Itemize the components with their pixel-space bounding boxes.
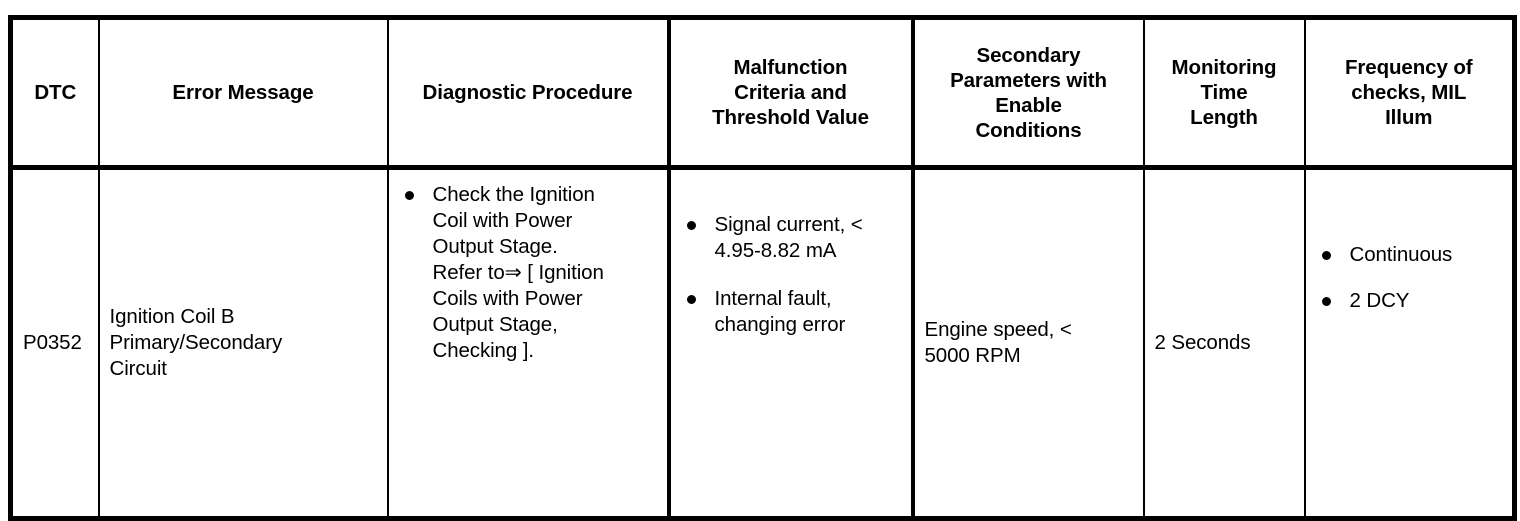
text-line: changing error: [714, 313, 846, 336]
procedure-bullet-list: Check the Ignition Coil with Power Outpu…: [399, 182, 657, 364]
frequency-bullet-list: Continuous 2 DCY: [1316, 242, 1503, 314]
text-line: Coils with Power: [432, 287, 583, 310]
text-line: Ignition Coil B: [109, 305, 235, 328]
text-line: Signal current, <: [714, 213, 863, 236]
table-header-row: DTC Error Message Diagnostic Procedure M…: [10, 17, 1515, 170]
header-line: checks, MIL: [1351, 81, 1467, 104]
header-line: Length: [1190, 106, 1258, 129]
header-line: Malfunction: [733, 56, 848, 79]
header-line: Conditions: [975, 118, 1082, 142]
header-line: Secondary: [976, 43, 1081, 67]
header-line: Threshold Value: [712, 106, 869, 129]
bullet-icon: [1321, 251, 1331, 260]
header-line: Monitoring: [1171, 56, 1277, 79]
text-line: Continuous: [1349, 243, 1453, 266]
column-header-secondary-parameters: Secondary Parameters with Enable Conditi…: [911, 17, 1144, 170]
text-line: Internal fault,: [714, 287, 832, 310]
list-item: Continuous: [1321, 242, 1503, 268]
list-item: Signal current, < 4.95-8.82 mA: [686, 212, 901, 264]
bullet-icon: [404, 191, 414, 200]
header-line: Enable: [995, 93, 1062, 117]
text-line: Output Stage.: [432, 235, 558, 258]
column-header-monitoring-time-length: Monitoring Time Length: [1142, 17, 1305, 170]
document-page: DTC Error Message Diagnostic Procedure M…: [8, 15, 1517, 521]
dtc-diagnostic-table: DTC Error Message Diagnostic Procedure M…: [8, 15, 1517, 521]
text-line: 4.95-8.82 mA: [714, 239, 837, 262]
header-line: Parameters with: [950, 68, 1107, 92]
column-header-frequency-of-checks: Frequency of checks, MIL Illum: [1303, 17, 1515, 170]
cell-frequency-of-checks: Continuous 2 DCY: [1303, 167, 1515, 519]
column-header-dtc: DTC: [10, 17, 99, 170]
text-line: Coil with Power: [432, 209, 573, 232]
cell-malfunction-criteria: Signal current, < 4.95-8.82 mA Internal …: [666, 167, 915, 519]
header-line: Time: [1200, 81, 1248, 104]
bullet-icon: [1321, 297, 1331, 306]
list-item: Check the Ignition Coil with Power Outpu…: [404, 182, 657, 364]
bullet-icon: [686, 295, 696, 304]
cell-monitoring-time-length: 2 Seconds: [1142, 167, 1305, 519]
column-header-malfunction-criteria: Malfunction Criteria and Threshold Value: [666, 17, 915, 170]
header-line: Criteria and: [734, 81, 847, 104]
cell-error-message: Ignition Coil B Primary/Secondary Circui…: [97, 167, 388, 519]
text-line: Primary/Secondary: [109, 331, 283, 354]
cell-secondary-parameters: Engine speed, < 5000 RPM: [911, 167, 1144, 519]
cell-diagnostic-procedure: Check the Ignition Coil with Power Outpu…: [386, 167, 669, 519]
text-line: 5000 RPM: [924, 344, 1021, 367]
list-item: 2 DCY: [1321, 288, 1503, 314]
text-line: Refer to⇒ [ Ignition: [432, 261, 604, 284]
text-line: Circuit: [109, 357, 167, 380]
text-line: Engine speed, <: [924, 318, 1072, 341]
header-line: Frequency of: [1344, 56, 1473, 79]
table-row: P0352 Ignition Coil B Primary/Secondary …: [10, 167, 1515, 519]
text-line: Check the Ignition: [432, 183, 595, 206]
text-line: Checking ].: [432, 339, 535, 362]
text-line: Output Stage,: [432, 313, 558, 336]
column-header-error-message: Error Message: [97, 17, 388, 170]
column-header-diagnostic-procedure: Diagnostic Procedure: [386, 17, 669, 170]
cell-dtc-code: P0352: [10, 167, 99, 519]
bullet-icon: [686, 221, 696, 230]
text-line: 2 DCY: [1349, 289, 1410, 312]
criteria-bullet-list: Signal current, < 4.95-8.82 mA Internal …: [681, 212, 901, 338]
list-item: Internal fault, changing error: [686, 286, 901, 338]
header-line: Illum: [1385, 106, 1433, 129]
